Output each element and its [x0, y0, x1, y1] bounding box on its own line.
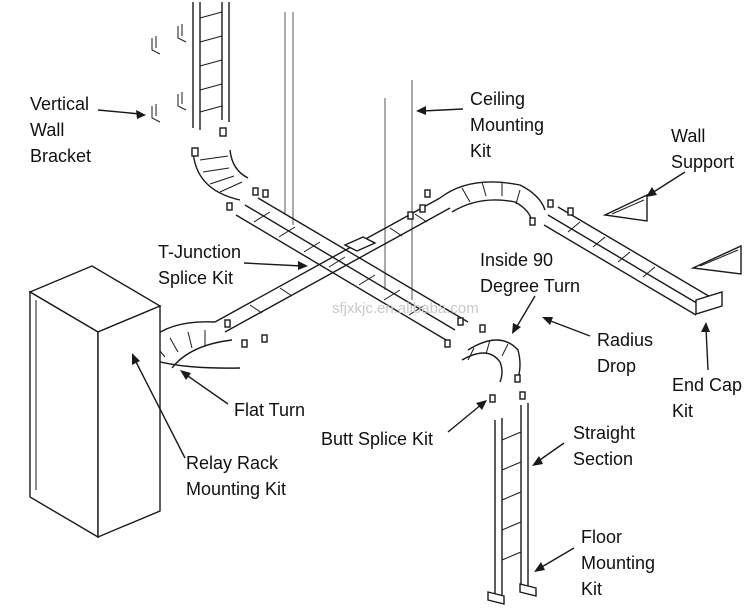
label-vertical-wall-bracket: Vertical Wall Bracket — [30, 94, 94, 166]
wall-bracket-icons — [151, 24, 187, 123]
vertical-ladder-top — [192, 2, 230, 130]
label-butt-splice-kit: Butt Splice Kit — [321, 429, 433, 449]
label-radius-drop: Radius Drop — [597, 330, 658, 376]
inside-90-turn — [439, 181, 546, 223]
label-straight-section: Straight Section — [573, 423, 640, 469]
main-straight-run — [235, 197, 469, 341]
relay-rack-cabinet — [28, 265, 162, 539]
label-inside-90-degree-turn: Inside 90 Degree Turn — [480, 250, 580, 296]
cross-straight-run — [214, 197, 451, 333]
label-floor-mounting-kit: Floor Mounting Kit — [581, 527, 660, 599]
label-end-cap-kit: End Cap Kit — [672, 375, 747, 421]
label-relay-rack-mounting-kit: Relay Rack Mounting Kit — [186, 453, 286, 499]
upper-right-straight — [543, 206, 723, 316]
label-t-junction-splice-kit: T-Junction Splice Kit — [158, 242, 246, 288]
radius-drop — [461, 339, 521, 383]
callout-arrows — [97, 106, 710, 572]
ceiling-rods — [284, 12, 413, 300]
label-flat-turn: Flat Turn — [234, 400, 305, 420]
wall-support-brackets — [602, 193, 742, 275]
radius-bend-top — [191, 127, 249, 201]
label-ceiling-mounting-kit: Ceiling Mounting Kit — [470, 89, 549, 161]
splice-plates — [224, 187, 574, 403]
straight-vertical-section — [487, 403, 537, 605]
label-wall-support: Wall Support — [671, 126, 734, 172]
watermark-text: sfjxkjc.en.alibaba.com — [332, 300, 479, 317]
